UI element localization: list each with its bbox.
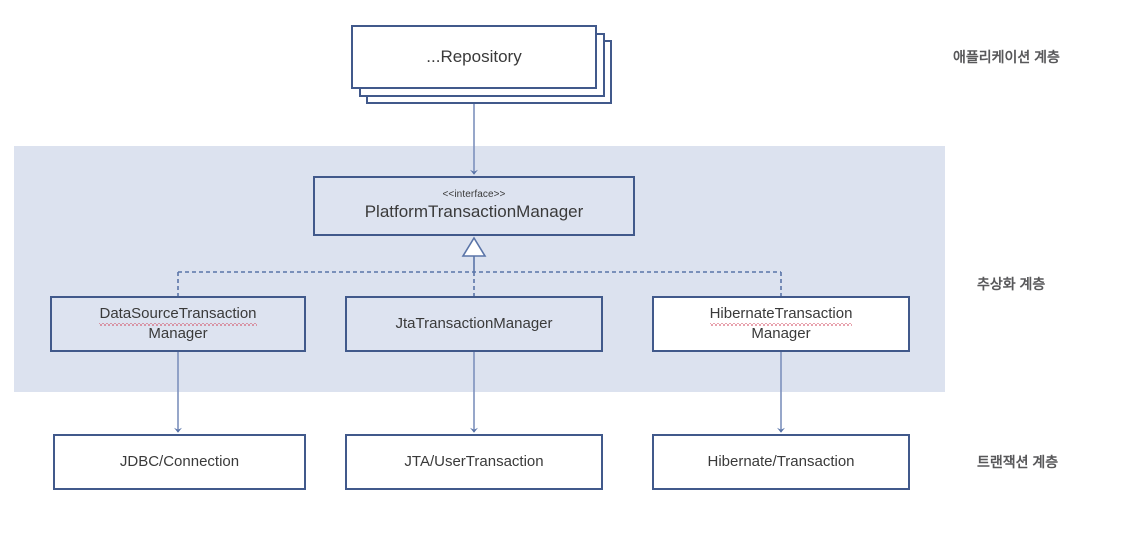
datasource-transaction-manager-node[interactable]: DataSourceTransaction Manager xyxy=(50,296,306,352)
layer-caption-transaction: 트랜잭션 계층 xyxy=(977,454,1059,470)
implementation-label-line1: JtaTransactionManager xyxy=(395,314,553,332)
implementation-label: HibernateTransaction Manager xyxy=(654,305,908,343)
implementation-label: DataSourceTransaction Manager xyxy=(52,305,304,343)
hibernate-transaction-manager-node[interactable]: HibernateTransaction Manager xyxy=(652,296,910,352)
implementation-label: JtaTransactionManager xyxy=(347,315,601,333)
platform-transaction-manager-node[interactable]: <<interface>> PlatformTransactionManager xyxy=(313,176,635,236)
jta-usertransaction-node[interactable]: JTA/UserTransaction xyxy=(345,434,603,490)
resource-label: Hibernate/Transaction xyxy=(707,452,855,470)
implementation-label-line1: DataSourceTransaction xyxy=(99,305,257,326)
layer-caption-abstraction: 추상화 계층 xyxy=(977,276,1046,292)
interface-stereotype-label: <<interface>> xyxy=(442,189,506,201)
resource-label: JDBC/Connection xyxy=(119,452,240,470)
resource-label: JTA/UserTransaction xyxy=(404,452,544,470)
implementation-label-line2: Manager xyxy=(751,324,811,342)
interface-name-label: PlatformTransactionManager xyxy=(364,202,584,222)
implementation-label-line1: HibernateTransaction xyxy=(709,305,852,326)
hibernate-transaction-node[interactable]: Hibernate/Transaction xyxy=(652,434,910,490)
layer-caption-application: 애플리케이션 계층 xyxy=(953,49,1060,65)
repository-node[interactable]: ...Repository xyxy=(351,25,597,89)
jdbc-connection-node[interactable]: JDBC/Connection xyxy=(53,434,306,490)
jta-transaction-manager-node[interactable]: JtaTransactionManager xyxy=(345,296,603,352)
repository-label: ...Repository xyxy=(426,46,522,66)
implementation-label-line2: Manager xyxy=(148,324,208,342)
